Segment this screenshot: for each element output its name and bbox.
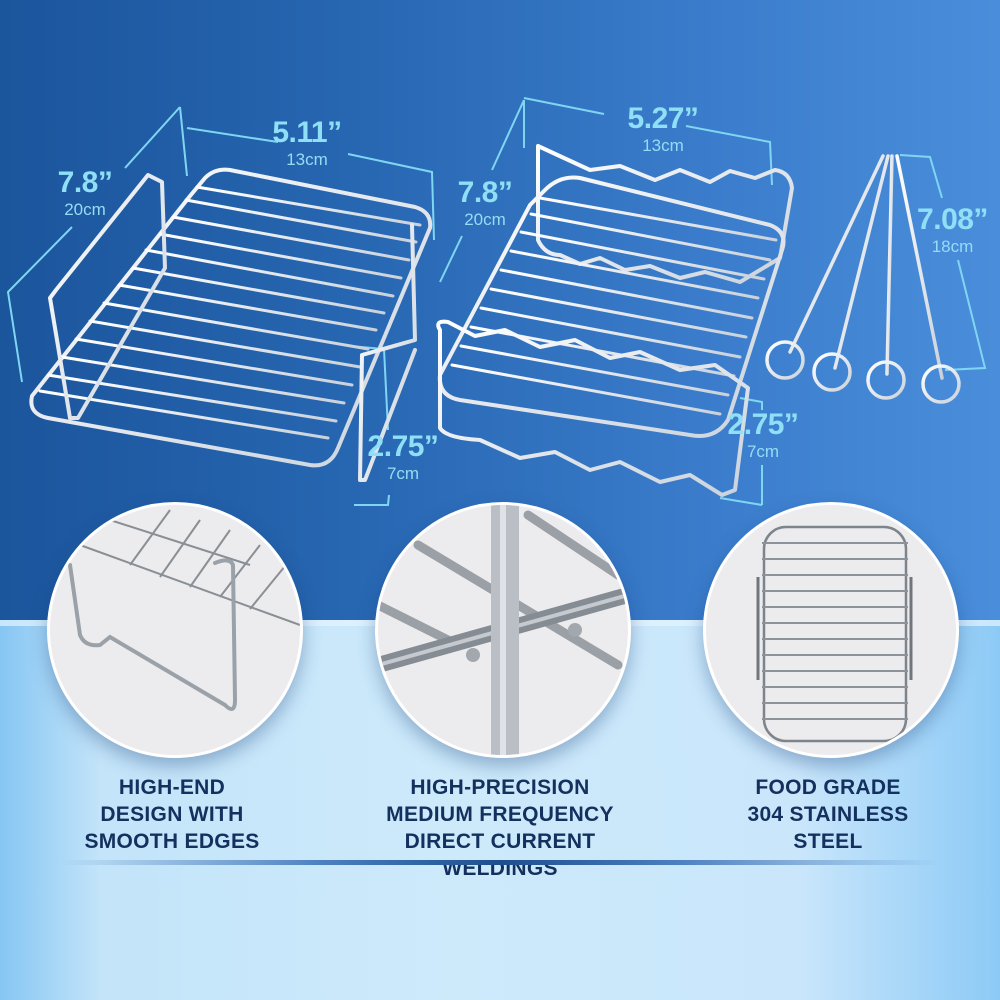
feature-line: HIGH-PRECISION — [410, 776, 590, 799]
feature-line: FOOD GRADE — [755, 776, 901, 799]
rack1-width-cm: 13cm — [286, 150, 328, 169]
rack1-width-inches: 5.11” — [272, 116, 342, 149]
rack1-length-inches: 7.8” — [57, 166, 113, 199]
rack-topdown-closeup — [756, 525, 913, 743]
rack2-height-cm: 7cm — [746, 442, 780, 461]
feature-line: SMOOTH EDGES — [84, 830, 260, 853]
rack2-length-label: 7.8” 20cm — [440, 176, 530, 229]
feature-line: 304 STAINLESS — [747, 803, 909, 826]
dimension-lines — [6, 97, 987, 506]
feature-line: MEDIUM FREQUENCY — [386, 803, 614, 826]
feature-line: HIGH-END — [118, 776, 226, 799]
rack2-length-inches: 7.8” — [457, 176, 513, 209]
rack1-width-label: 5.11” 13cm — [262, 116, 352, 169]
rack-wavy-legs — [436, 144, 794, 497]
rack2-length-cm: 20cm — [464, 210, 506, 229]
detail-circle-welding — [375, 502, 631, 758]
rack2-height-label: 2.75” 7cm — [718, 408, 808, 461]
skewer-length-cm: 18cm — [931, 237, 974, 256]
rack1-height-label: 2.75” 7cm — [358, 430, 448, 483]
product-illustration — [6, 97, 987, 506]
rack2-width-cm: 13cm — [642, 136, 684, 155]
rack1-height-cm: 7cm — [386, 464, 420, 483]
rack1-height-inches: 2.75” — [367, 430, 439, 463]
feature-line: STEEL — [793, 830, 863, 853]
rack1-length-label: 7.8” 20cm — [40, 166, 130, 219]
rack1-length-cm: 20cm — [64, 200, 106, 219]
rack-straight-legs — [29, 167, 433, 482]
detail-circle-steel — [703, 502, 959, 758]
rack2-width-inches: 5.27” — [627, 102, 699, 135]
detail-circle-edges — [47, 502, 303, 758]
skewer-length-inches: 7.08” — [917, 203, 988, 236]
feature-line: DESIGN WITH — [100, 803, 244, 826]
feature-line: DIRECT CURRENT WELDINGS — [404, 830, 596, 880]
skewers — [765, 154, 961, 404]
rack-leg-closeup — [68, 509, 300, 711]
weld-closeup — [378, 505, 628, 755]
rack2-height-inches: 2.75” — [727, 408, 799, 441]
divider-line — [60, 860, 940, 865]
skewer-length-label: 7.08” 18cm — [905, 203, 1000, 256]
feature-stainless-steel: FOOD GRADE 304 STAINLESS STEEL — [678, 774, 978, 855]
feature-welding: HIGH-PRECISION MEDIUM FREQUENCY DIRECT C… — [350, 774, 650, 882]
rack2-width-label: 5.27” 13cm — [618, 102, 708, 155]
feature-smooth-edges: HIGH-END DESIGN WITH SMOOTH EDGES — [22, 774, 322, 855]
